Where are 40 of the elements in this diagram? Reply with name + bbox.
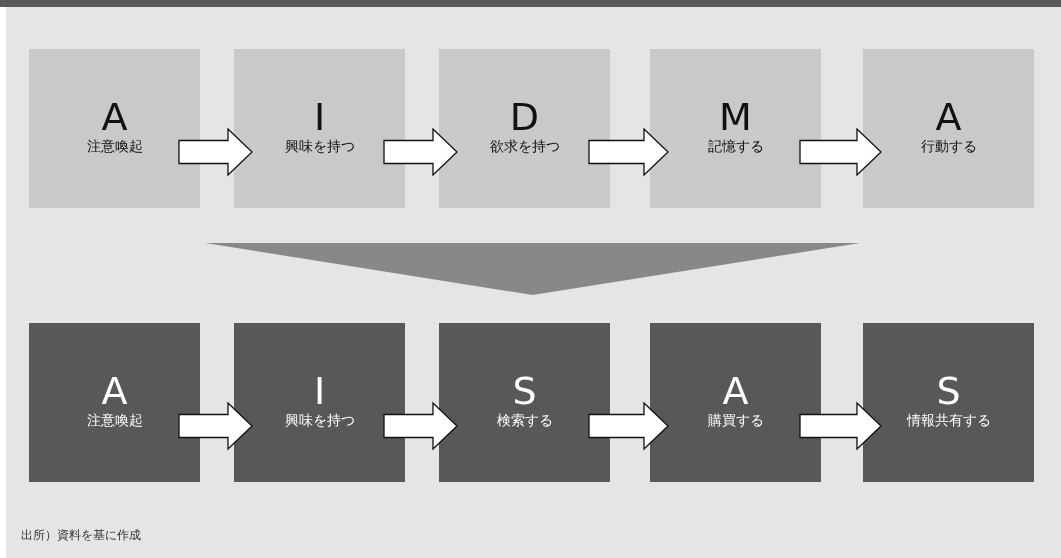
stage-label: 注意喚起 <box>86 410 143 429</box>
stage-label: 情報共有する <box>906 410 991 429</box>
block-arrow <box>178 127 253 177</box>
stage-letter: A <box>722 370 749 411</box>
block-arrow <box>383 127 458 177</box>
stage-label: 購買する <box>707 410 764 429</box>
stage-label: 興味を持つ <box>284 410 355 429</box>
stage-letter: S <box>936 370 961 411</box>
stage-box <box>863 49 1034 208</box>
stage-label: 行動する <box>920 136 977 155</box>
stage-letter: A <box>935 96 962 137</box>
block-arrow <box>178 401 253 451</box>
stage-letter: D <box>509 96 540 137</box>
stage-label: 検索する <box>496 410 553 429</box>
funnel-shape <box>205 243 860 295</box>
stage-letter: M <box>719 96 752 137</box>
stage-label: 注意喚起 <box>86 136 143 155</box>
stage-letter: A <box>101 96 128 137</box>
stage-box <box>439 49 610 208</box>
stage-box <box>29 323 200 482</box>
stage-label: 欲求を持つ <box>489 136 560 155</box>
stage-letter: S <box>512 370 537 411</box>
block-arrow <box>799 127 882 177</box>
stage-box <box>650 49 821 208</box>
stage-letter: I <box>313 96 326 137</box>
stage-box <box>439 323 610 482</box>
stage-box <box>650 323 821 482</box>
block-arrow <box>588 127 669 177</box>
block-arrow <box>799 401 882 451</box>
block-arrow <box>383 401 458 451</box>
stage-box <box>863 323 1034 482</box>
stage-label: 興味を持つ <box>284 136 355 155</box>
stage-box <box>234 49 405 208</box>
stage-box <box>29 49 200 208</box>
stage-box <box>234 323 405 482</box>
block-arrow <box>588 401 669 451</box>
stage-letter: A <box>101 370 128 411</box>
source-note: 出所）資料を基に作成 <box>21 527 141 544</box>
stage-letter: I <box>313 370 326 411</box>
stage-label: 記憶する <box>707 136 764 155</box>
